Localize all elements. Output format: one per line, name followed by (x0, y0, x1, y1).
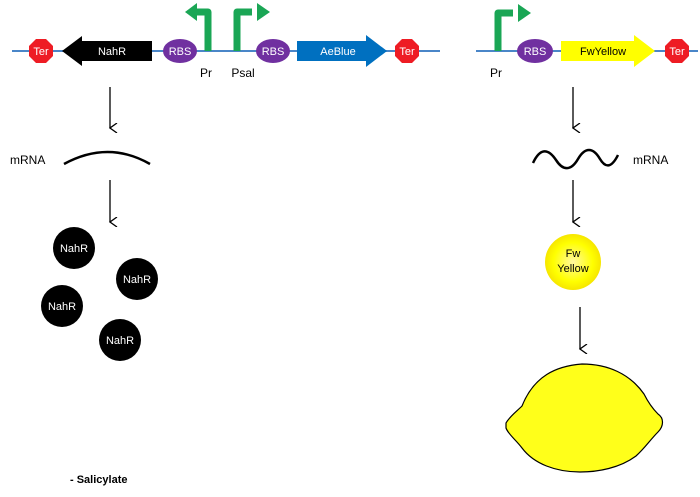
promoter-pr-label: Pr (200, 66, 212, 80)
nahr-protein: NahR (53, 227, 95, 269)
terminator-left: Ter (29, 39, 53, 63)
protein-circle (41, 285, 83, 327)
terminator-right-construct: Ter (665, 39, 689, 63)
protein-glow (545, 234, 601, 290)
promoter-pr-right: Pr (490, 4, 531, 80)
gene-nahr-label: NahR (98, 46, 126, 58)
terminator-label: Ter (33, 46, 49, 58)
protein-circle (116, 258, 158, 300)
terminator-label: Ter (669, 46, 685, 58)
nahr-protein: NahR (116, 258, 158, 300)
stop-octagon-icon (665, 39, 689, 63)
protein-label: NahR (60, 243, 88, 255)
fwyellow-protein: Fw Yellow (545, 234, 601, 290)
nahr-protein: NahR (41, 285, 83, 327)
gene-aeblue-label: AeBlue (320, 46, 355, 58)
promoter-psal-label: Psal (231, 66, 254, 80)
protein-circle (53, 227, 95, 269)
protein-label-line1: Fw (566, 248, 581, 260)
mrna-wave-left (63, 150, 151, 166)
condition-label: - Salicylate (70, 474, 127, 486)
promoter-arrowhead (518, 4, 531, 22)
stop-octagon-icon (395, 39, 419, 63)
protein-label: NahR (106, 335, 134, 347)
terminator-right: Ter (395, 39, 419, 63)
promoter-psal: Psal (231, 3, 270, 80)
mrna-label-right: mRNA (633, 153, 668, 167)
lemon-icon (505, 363, 664, 473)
rbs-ellipse (517, 39, 553, 63)
promoter-pr-label: Pr (490, 66, 502, 80)
rbs-ellipse (163, 39, 197, 63)
mrna-label-left: mRNA (10, 153, 45, 167)
rbs-1: RBS (163, 39, 197, 63)
protein-label: NahR (48, 301, 76, 313)
gene-fwyellow: FwYellow (561, 35, 655, 67)
rbs-2: RBS (256, 39, 290, 63)
gene-aeblue: AeBlue (297, 35, 387, 67)
protein-label: NahR (123, 274, 151, 286)
promoter-arrowhead (185, 3, 197, 21)
promoter-pr-left: Pr (185, 3, 212, 80)
gene-nahr: NahR (62, 36, 152, 66)
promoter-arrow-icon (233, 8, 252, 51)
nahr-protein: NahR (99, 319, 141, 361)
protein-circle (99, 319, 141, 361)
promoter-arrow-icon (494, 9, 513, 51)
rbs-right: RBS (517, 39, 553, 63)
terminator-label: Ter (399, 46, 415, 58)
rbs-ellipse (256, 39, 290, 63)
promoter-arrow-icon (195, 8, 212, 51)
rbs-label: RBS (524, 46, 547, 58)
gene-arrow-right (561, 35, 655, 67)
rbs-label: RBS (169, 46, 192, 58)
gene-arrow-right (297, 35, 387, 67)
rbs-label: RBS (262, 46, 285, 58)
promoter-arrowhead (257, 3, 270, 21)
gene-arrow-left (62, 36, 152, 66)
mrna-wave-right (531, 148, 620, 170)
stop-octagon-icon (29, 39, 53, 63)
gene-fwyellow-label: FwYellow (580, 46, 626, 58)
protein-label-line2: Yellow (557, 263, 588, 275)
